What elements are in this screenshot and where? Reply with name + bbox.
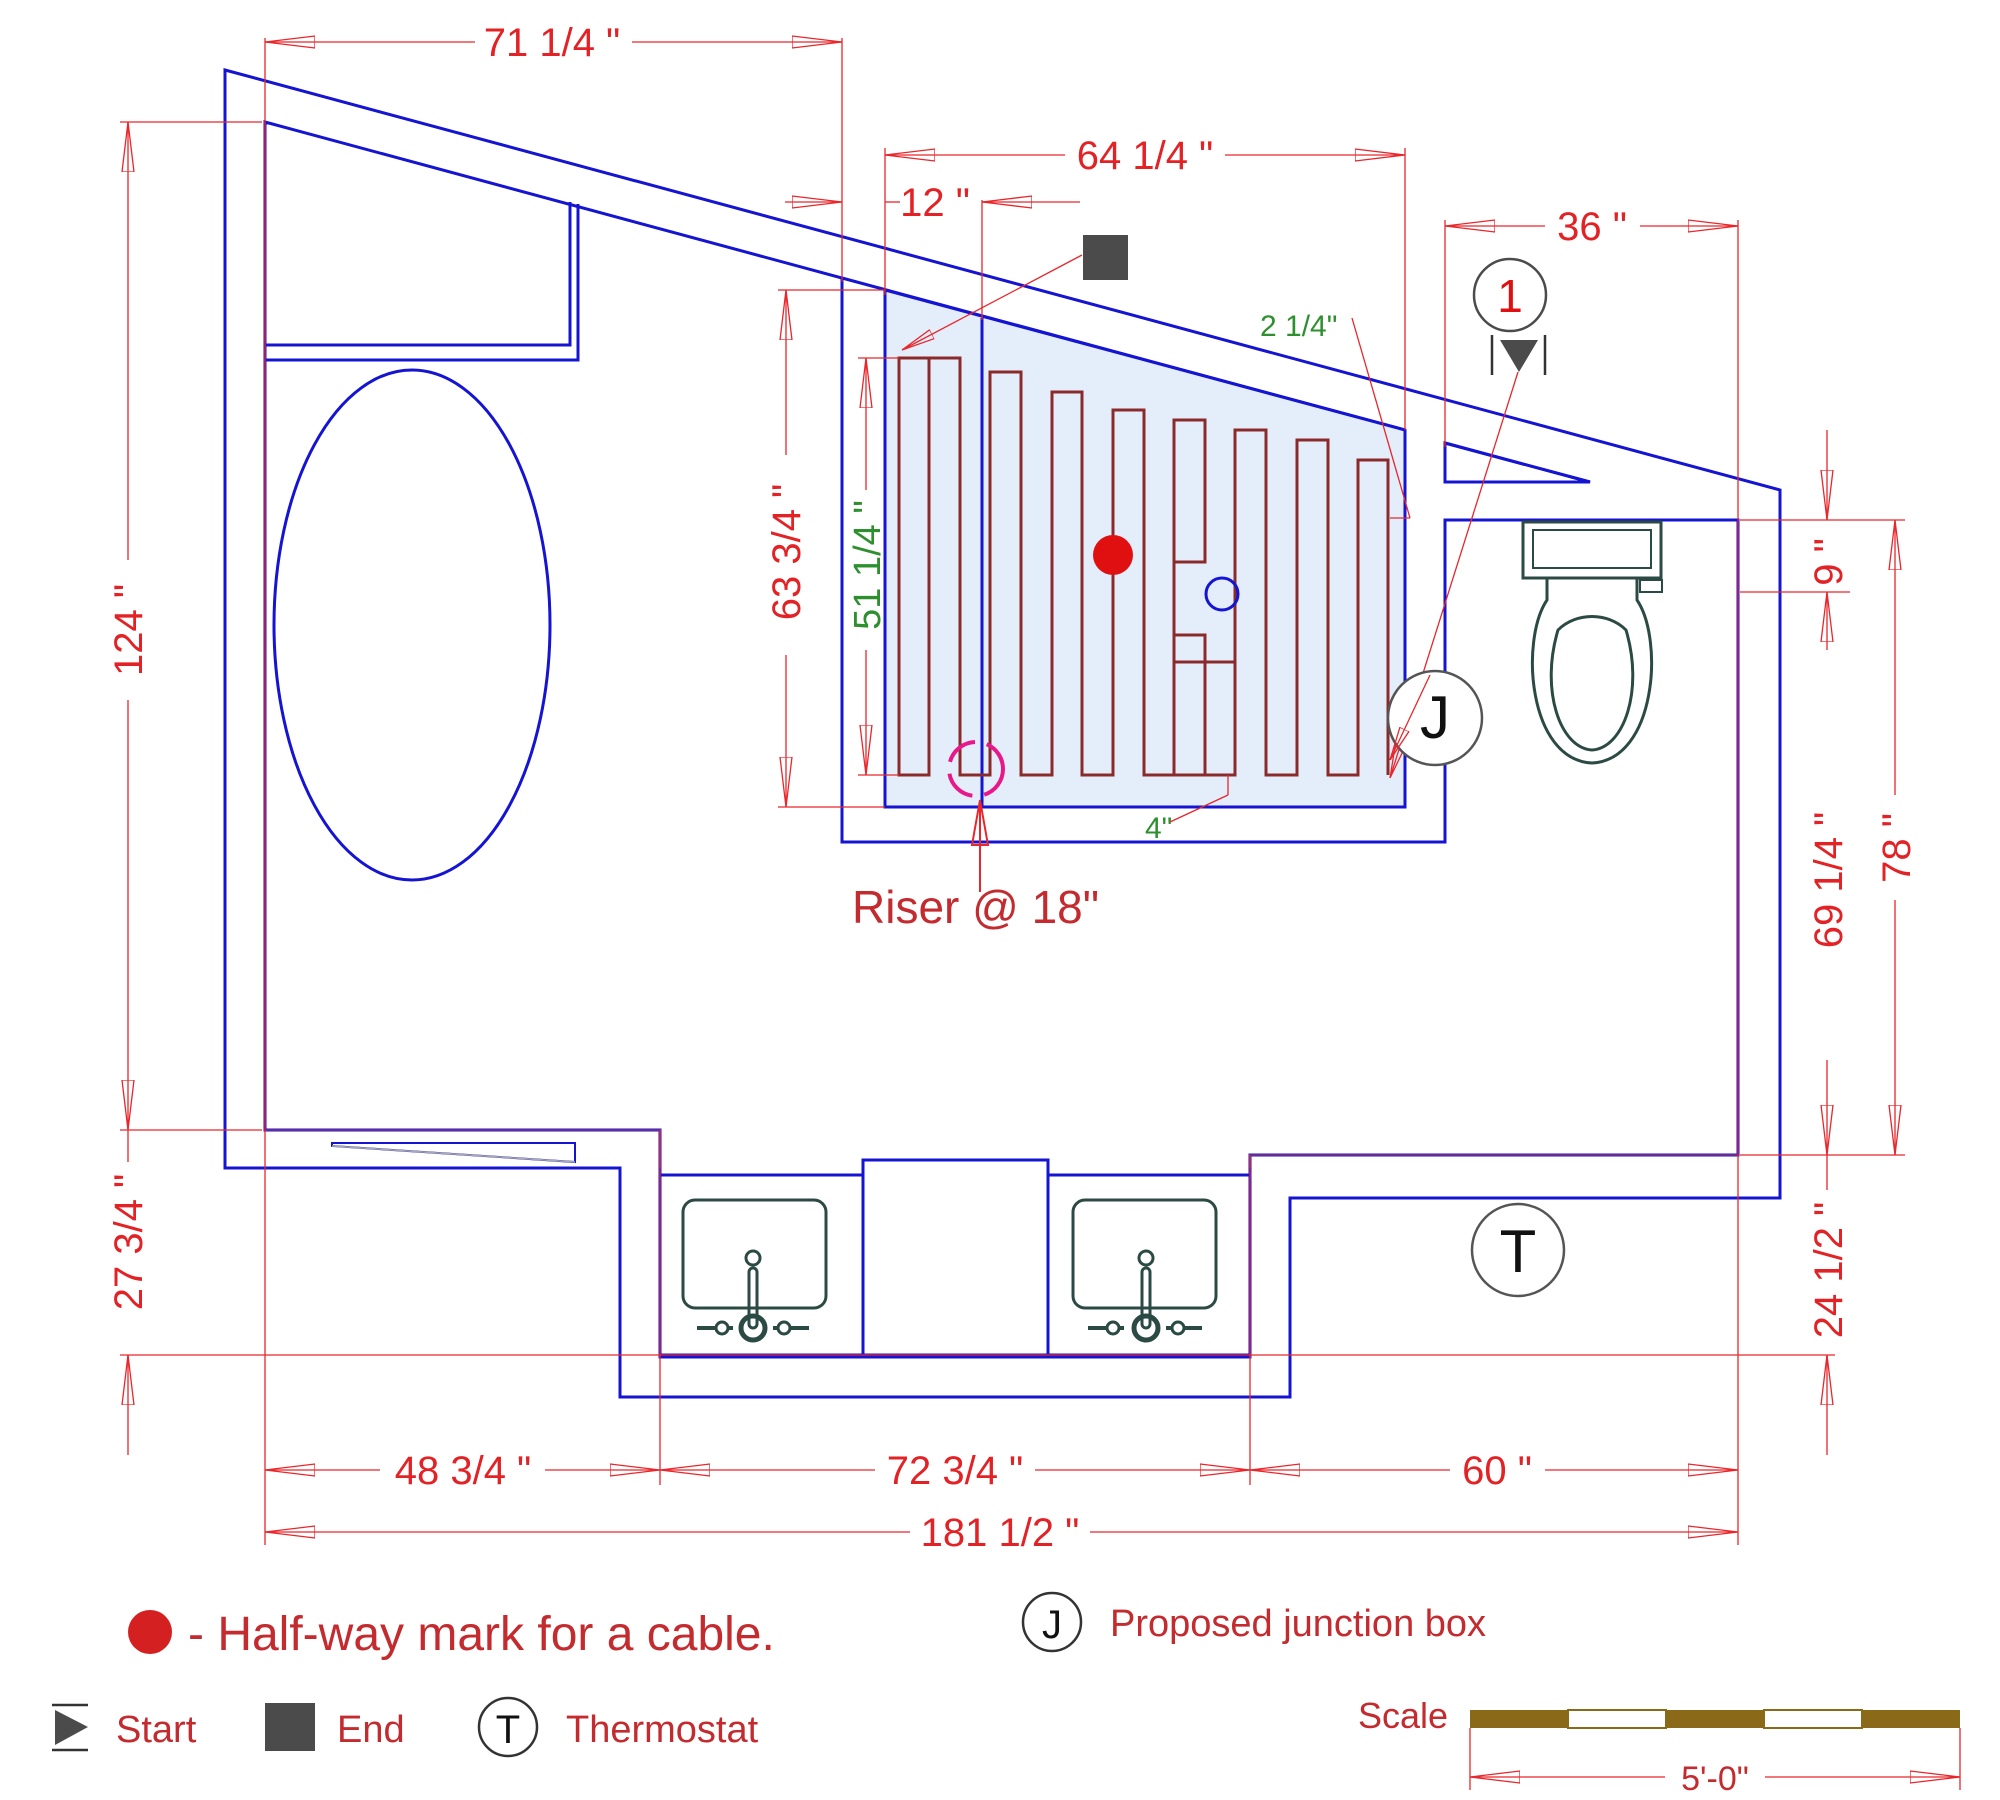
dimensions: 71 1/4 " 64 1/4 " 12 " 36 " 124 " 27 3/4… bbox=[107, 21, 1919, 1555]
scale-value: 5'-0" bbox=[1681, 1760, 1749, 1798]
dim-shower-height: 63 3/4 " bbox=[765, 484, 809, 621]
start-callout: 1 bbox=[1390, 257, 1548, 778]
shower-drain bbox=[1204, 576, 1240, 612]
dim-bottom-total: 181 1/2 " bbox=[921, 1511, 1080, 1555]
dim-offset-12: 12 " bbox=[900, 181, 970, 225]
shower bbox=[883, 288, 1407, 892]
dim-bottom-60: 60 " bbox=[1462, 1449, 1532, 1493]
thermostat-circle bbox=[1470, 1202, 1566, 1298]
dim-spacing-2-1-4: 2 1/4" bbox=[1260, 310, 1337, 343]
thermostat: T bbox=[1470, 1202, 1566, 1298]
scale-bar bbox=[1469, 1709, 1961, 1790]
junction-letter: J bbox=[1420, 684, 1450, 751]
legend-junction-icon bbox=[1021, 1591, 1083, 1653]
dim-shower-width: 64 1/4 " bbox=[1077, 134, 1214, 178]
riser-circle bbox=[947, 740, 1005, 798]
legend-start-text: Start bbox=[116, 1709, 197, 1751]
riser-arrow-head bbox=[970, 799, 990, 846]
dim-bottom-48: 48 3/4 " bbox=[395, 1449, 532, 1493]
dim-left-bottom: 27 3/4 " bbox=[107, 1174, 151, 1311]
legend-junction-text: Proposed junction box bbox=[1110, 1603, 1486, 1645]
dim-cable-height: 51 1/4 " bbox=[847, 500, 889, 630]
riser-label: Riser @ 18" bbox=[852, 881, 1099, 933]
legend-halfway-dot bbox=[128, 1610, 172, 1654]
legend-junction-letter: J bbox=[1042, 1603, 1062, 1647]
junction-leader bbox=[1390, 674, 1431, 760]
sink-left bbox=[681, 1198, 828, 1343]
legend-thermostat-letter: T bbox=[496, 1708, 520, 1752]
thermostat-letter: T bbox=[1500, 1218, 1537, 1285]
vanity-counter-line-left bbox=[265, 1129, 661, 1168]
dim-right-9: 9 " bbox=[1807, 538, 1851, 586]
legend-thermostat-text: Thermostat bbox=[566, 1709, 759, 1751]
vanity-counter-line-right bbox=[1249, 1154, 1738, 1168]
dim-toilet-area: 36 " bbox=[1557, 205, 1627, 249]
legend-end-icon bbox=[265, 1703, 315, 1751]
legend: - Half-way mark for a cable. J Proposed … bbox=[52, 1591, 1961, 1798]
closet-wedge bbox=[1443, 441, 1591, 484]
toilet-seat bbox=[1549, 615, 1635, 752]
toilet-tank-inner bbox=[1532, 529, 1652, 569]
bathtub bbox=[272, 368, 552, 882]
toilet-handle bbox=[1639, 579, 1663, 593]
sink-right bbox=[1071, 1198, 1218, 1343]
outer-wall bbox=[223, 68, 1782, 1399]
cabinet-outline bbox=[265, 202, 572, 347]
end-square bbox=[1083, 235, 1128, 280]
halfway-mark-dot bbox=[1093, 535, 1133, 575]
legend-thermostat-icon bbox=[477, 1696, 539, 1758]
dim-top-left: 71 1/4 " bbox=[484, 21, 621, 65]
dim-right-69: 69 1/4 " bbox=[1807, 812, 1851, 949]
door-threshold-gray bbox=[331, 1145, 576, 1163]
vanity-center-section bbox=[861, 1158, 1050, 1357]
dim-bottom-72: 72 3/4 " bbox=[887, 1449, 1024, 1493]
toilet bbox=[1521, 520, 1663, 765]
scale-label: Scale bbox=[1358, 1695, 1448, 1736]
start-triangle bbox=[1500, 340, 1538, 372]
junction-box: J bbox=[1386, 669, 1484, 767]
toilet-bowl bbox=[1530, 576, 1654, 765]
legend-end-text: End bbox=[337, 1709, 405, 1751]
heating-cable bbox=[897, 356, 1390, 777]
legend-start-icon bbox=[52, 1703, 88, 1752]
junction-circle bbox=[1386, 669, 1484, 767]
dim-right-24: 24 1/2 " bbox=[1807, 1202, 1851, 1339]
cabinet-outline-2 bbox=[265, 204, 580, 362]
end-marker bbox=[902, 235, 1128, 350]
dim-spacing-4: 4" bbox=[1145, 812, 1172, 845]
dim-left-height: 124 " bbox=[107, 584, 151, 676]
legend-halfway-text: - Half-way mark for a cable. bbox=[188, 1608, 775, 1661]
dim-right-78: 78 " bbox=[1875, 813, 1919, 883]
callout-number: 1 bbox=[1497, 270, 1523, 322]
end-leader bbox=[902, 254, 1083, 350]
callout-circle bbox=[1472, 257, 1548, 333]
